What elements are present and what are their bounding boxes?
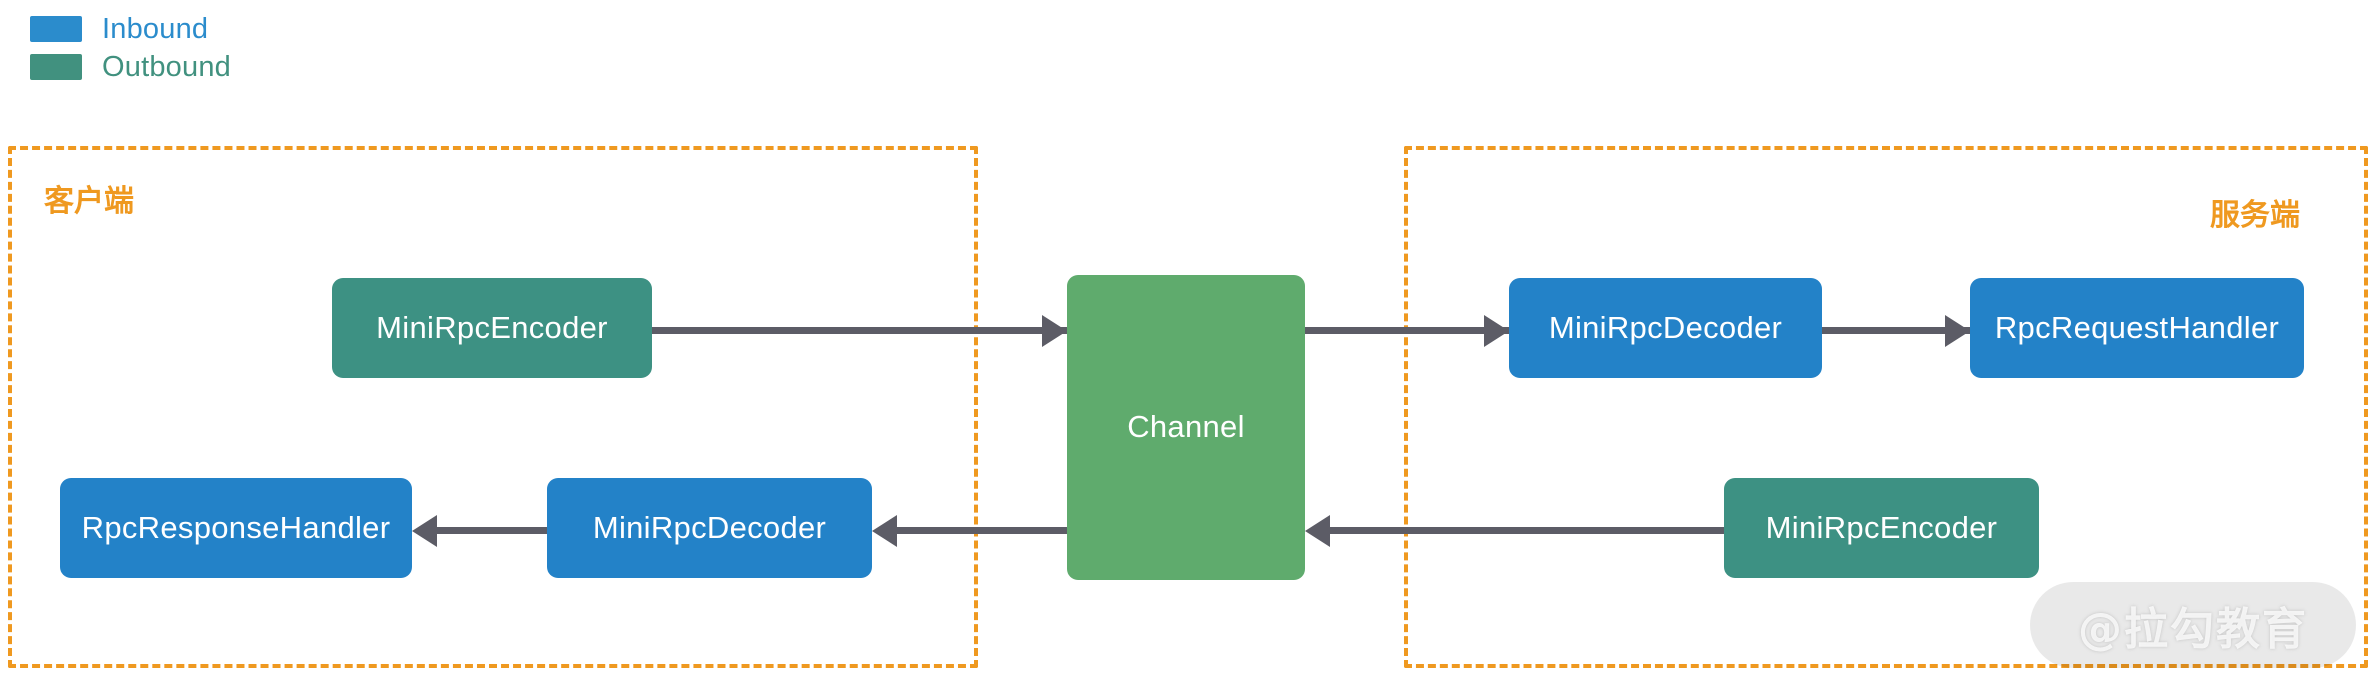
zone-client [8,146,978,668]
node-server-minirpcencoder-label: MiniRpcEncoder [1765,509,1998,545]
node-server-minirpcencoder[interactable]: MiniRpcEncoder [1724,478,2039,578]
legend-swatch-inbound [30,16,82,42]
edge-channel-to-client-decoder [895,527,1067,534]
node-channel[interactable]: Channel [1067,275,1305,580]
legend-label-outbound: Outbound [102,50,231,83]
node-server-rpcrequesthandler[interactable]: RpcRequestHandler [1970,278,2304,378]
edge-client-decoder-to-response-arrowhead [412,515,437,547]
node-client-minirpcencoder-label: MiniRpcEncoder [376,309,608,345]
node-channel-label: Channel [1127,409,1245,445]
zone-client-label: 客户端 [44,184,134,219]
node-client-minirpcdecoder[interactable]: MiniRpcDecoder [547,478,872,578]
legend-item-inbound: Inbound [30,10,231,48]
edge-server-encoder-to-channel-arrowhead [1305,515,1330,547]
node-client-minirpcdecoder-label: MiniRpcDecoder [592,509,827,545]
node-server-minirpcdecoder-label: MiniRpcDecoder [1548,309,1783,345]
edge-server-encoder-to-channel [1328,527,1724,534]
zone-server [1404,146,2368,668]
node-server-minirpcdecoder[interactable]: MiniRpcDecoder [1509,278,1822,378]
edge-channel-to-server-decoder-arrowhead [1484,315,1509,347]
legend-item-outbound: Outbound [30,48,231,86]
legend: Inbound Outbound [30,10,231,86]
edge-channel-to-server-decoder [1305,327,1509,334]
node-client-rpcresponsehandler[interactable]: RpcResponseHandler [60,478,412,578]
edge-server-decoder-to-request-arrowhead [1945,315,1970,347]
node-server-rpcrequesthandler-label: RpcRequestHandler [1994,309,2280,345]
edge-client-encoder-to-channel-arrowhead [1042,315,1067,347]
edge-channel-to-client-decoder-arrowhead [872,515,897,547]
node-client-rpcresponsehandler-label: RpcResponseHandler [81,509,391,545]
zone-server-label: 服务端 [2210,198,2300,233]
node-client-minirpcencoder[interactable]: MiniRpcEncoder [332,278,652,378]
watermark-text: @拉勾教育 [2078,604,2308,655]
legend-swatch-outbound [30,54,82,80]
watermark: @拉勾教育 [2030,582,2356,668]
edge-client-decoder-to-response [435,527,547,534]
legend-label-inbound: Inbound [102,12,209,45]
edge-server-decoder-to-request [1822,327,1970,334]
edge-client-encoder-to-channel [651,327,1067,334]
